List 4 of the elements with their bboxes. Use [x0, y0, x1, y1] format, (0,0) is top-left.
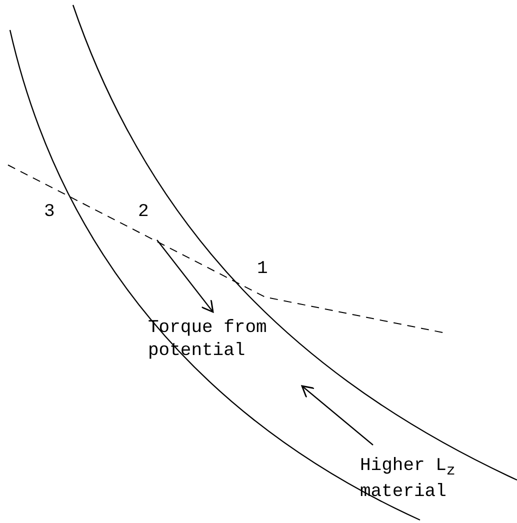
callout-number: 3 [44, 201, 55, 224]
callout-number: 2 [138, 201, 149, 224]
callout-number: 1 [257, 258, 268, 280]
annotation-text: Higher L$_{z}$ material [360, 455, 456, 504]
